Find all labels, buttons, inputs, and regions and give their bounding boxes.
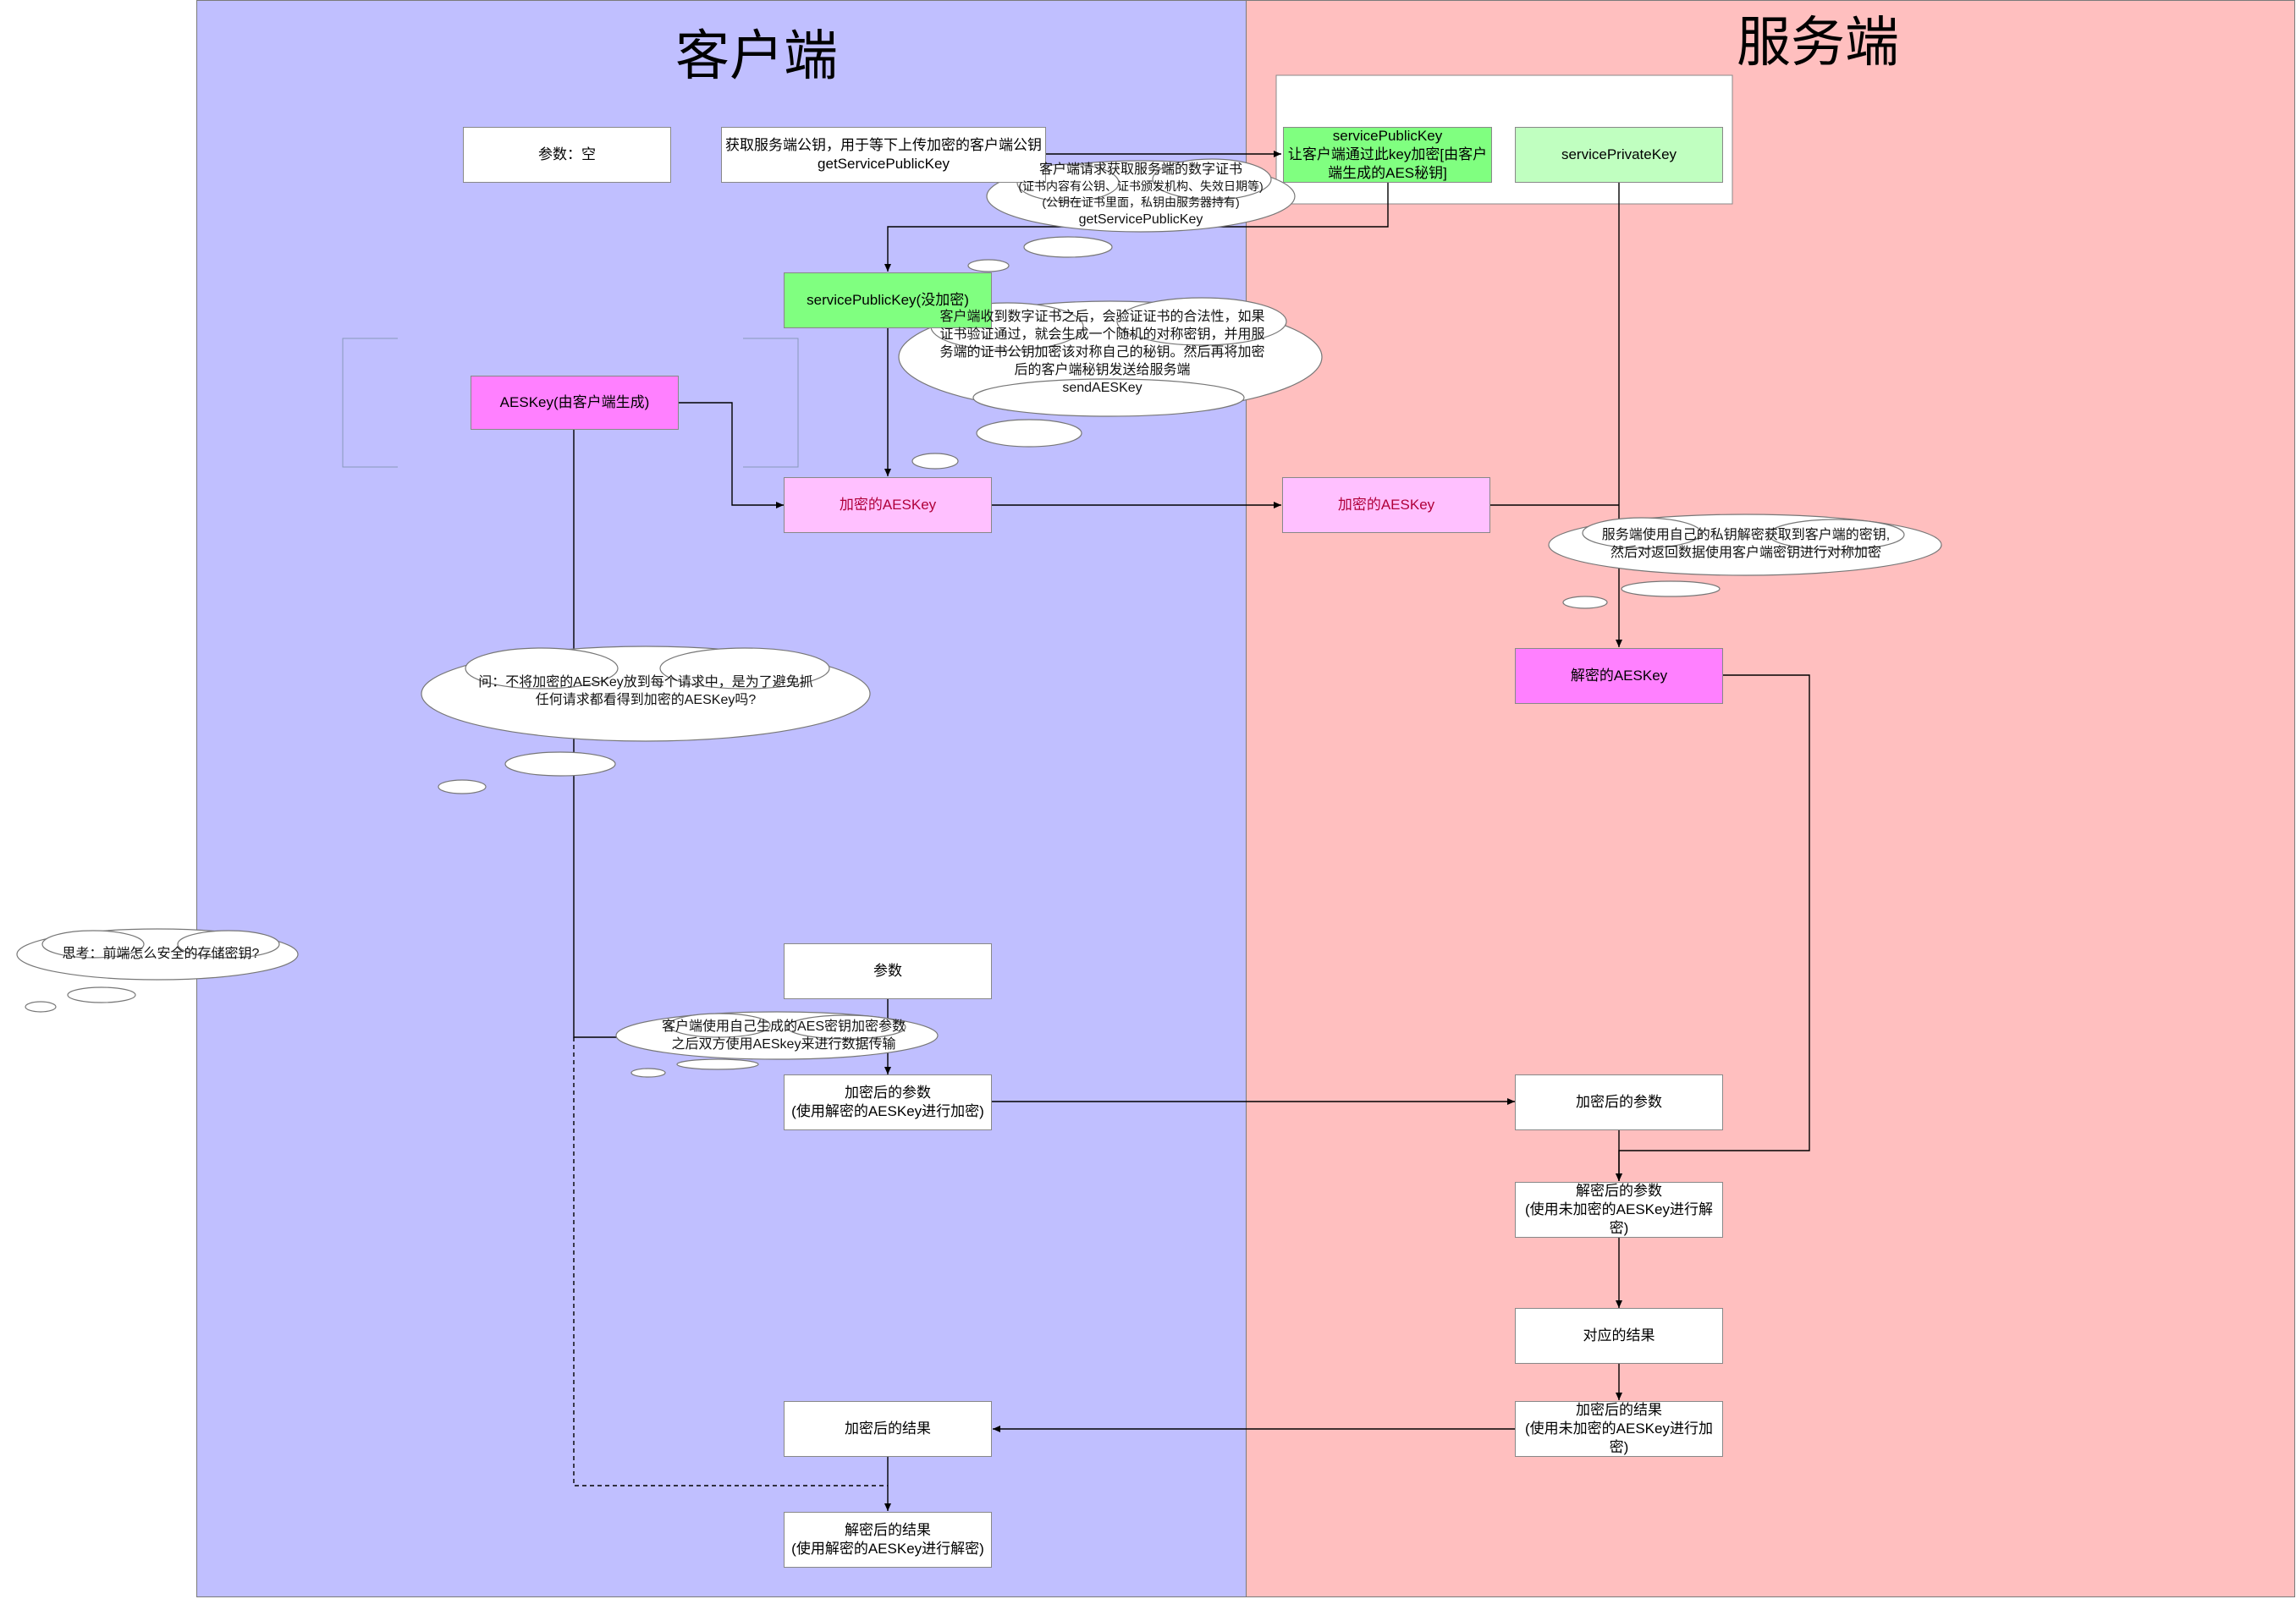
client-lane-title: 客户端 [675,25,838,86]
params-empty-node: 参数：空 [463,127,671,183]
right-bracket-outline [743,338,799,468]
cloud-puff-l [630,1068,666,1078]
get-public-key-node: 获取服务端公钥，用于等下上传加密的客户端公钥 getServicePublicK… [721,127,1046,183]
cloud-think [16,928,299,981]
cloud-puff-c [976,419,1082,448]
decrypted-params-node: 解密后的参数 (使用未加密的AESKey进行解密) [1515,1182,1723,1238]
cloud-puff-g [504,751,616,777]
cloud-puff-d [911,453,959,470]
encrypted-aes-client-node: 加密的AESKey [784,477,992,533]
cloud-puff-i [67,986,136,1003]
client-lane [196,0,1247,1597]
cloud-puff-k [676,1058,759,1070]
encrypted-params-server-node: 加密后的参数 [1515,1074,1723,1130]
encrypted-params-client-node: 加密后的参数 (使用解密的AESKey进行加密) [784,1074,992,1130]
server-lane-title: 服务端 [1737,12,1899,73]
cloud-puff-j [25,1001,57,1013]
service-public-key-node: servicePublicKey 让客户端通过此key加密[由客户端生成的AES… [1283,127,1492,183]
cloud-client-encrypt [615,1011,939,1060]
cloud-puff-h [438,779,487,794]
result-node: 对应的结果 [1515,1308,1723,1364]
aes-key-client-node: AESKey(由客户端生成) [471,376,679,430]
service-private-key-node: servicePrivateKey [1515,127,1723,183]
left-bracket-outline [342,338,398,468]
server-lane [1246,0,2295,1597]
cloud-puff-b [967,259,1010,272]
spk-unencrypted-node: servicePublicKey(没加密) [784,272,992,328]
cloud-puff-f [1562,596,1608,609]
encrypted-result-client-node: 加密后的结果 [784,1401,992,1457]
encrypted-result-server-node: 加密后的结果 (使用未加密的AESKey进行加密) [1515,1401,1723,1457]
decrypted-result-node: 解密后的结果 (使用解密的AESKey进行解密) [784,1512,992,1568]
decrypted-aes-node: 解密的AESKey [1515,648,1723,704]
edge-aes-to-encrypted [679,402,784,508]
edge-dashed-aes [573,1037,888,1486]
cloud-question [421,646,871,742]
encrypted-aes-server-node: 加密的AESKey [1282,477,1490,533]
cloud-puff-e [1621,580,1721,597]
cloud-server-decrypt [1548,514,1942,576]
cloud-puff-a [1023,236,1113,258]
params-node: 参数 [784,943,992,999]
